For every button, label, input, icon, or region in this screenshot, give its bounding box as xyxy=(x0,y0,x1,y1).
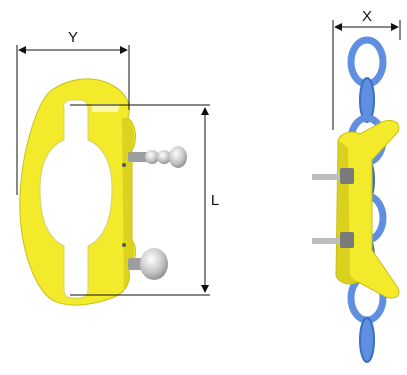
chain-side-view xyxy=(312,36,400,363)
upper-locking-pin xyxy=(122,146,187,168)
dimension-x-label: X xyxy=(362,8,372,25)
coupler-groove xyxy=(92,104,120,112)
dimension-y-label: Y xyxy=(68,29,78,46)
coupler-body-shadow xyxy=(112,118,135,298)
dimension-x: X xyxy=(332,8,401,130)
chain-link xyxy=(359,77,375,123)
chain-link xyxy=(359,317,375,363)
dimension-l-label: L xyxy=(211,192,219,209)
dimension-y: Y xyxy=(16,29,130,195)
side-pin-upper xyxy=(312,168,354,184)
dimension-l: L xyxy=(70,104,219,296)
coupler-front-view xyxy=(19,78,187,306)
chain-opening xyxy=(39,99,113,299)
side-pin-lower xyxy=(312,232,354,248)
lower-locking-pin xyxy=(122,243,168,280)
